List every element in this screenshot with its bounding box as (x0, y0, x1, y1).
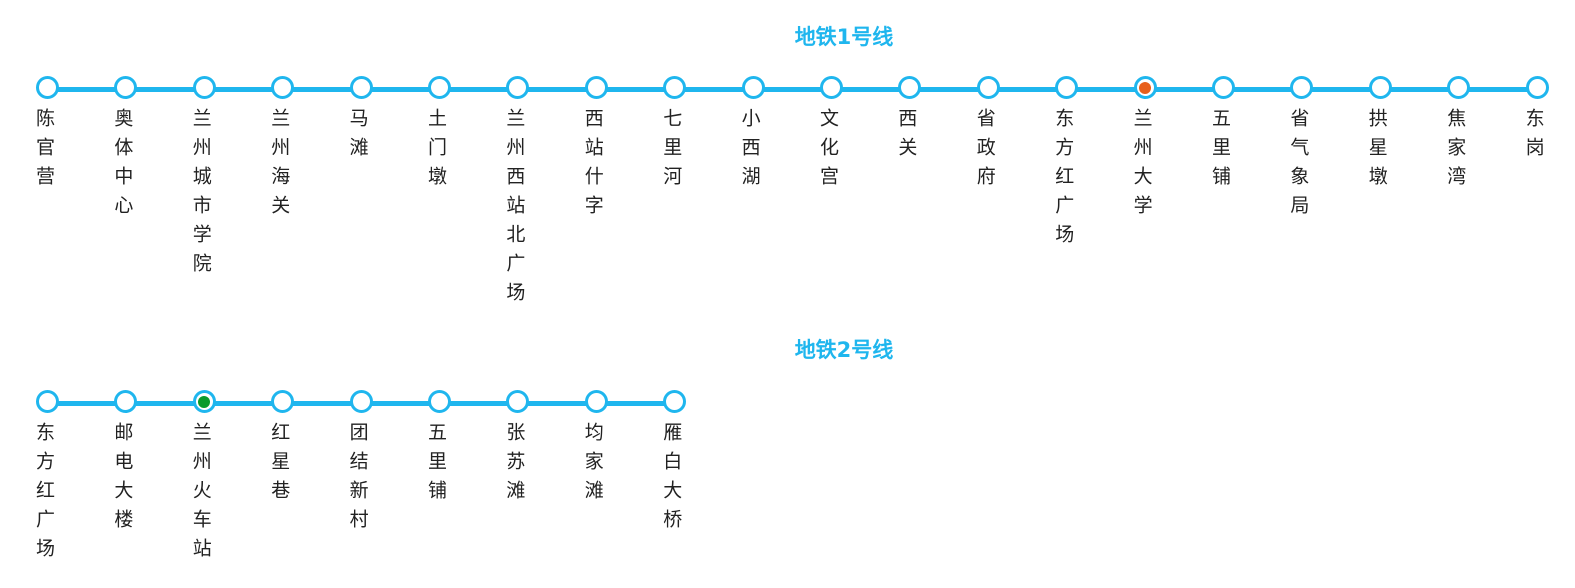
station-name: 东岗 (1522, 108, 1545, 166)
line-title: 地铁1号线 (794, 25, 894, 49)
station-name: 兰州火车站 (189, 422, 212, 567)
station-dot[interactable] (192, 76, 216, 99)
station-dot[interactable] (349, 390, 373, 413)
station-dot[interactable] (349, 76, 373, 99)
station-name: 兰州大学 (1130, 108, 1153, 224)
station-dot[interactable] (741, 76, 765, 99)
station-name: 东方红广场 (33, 422, 55, 567)
station-name: 均家滩 (581, 422, 604, 509)
station-dot[interactable] (271, 390, 295, 413)
station-dot[interactable] (36, 76, 59, 99)
station-name: 陈官营 (33, 108, 55, 195)
station-dot[interactable] (663, 76, 687, 99)
station-dot[interactable] (898, 76, 922, 99)
station-dot[interactable] (663, 390, 687, 413)
location-marker-icon (1139, 81, 1152, 94)
station-name: 团结新村 (346, 422, 369, 538)
station-dot[interactable] (584, 390, 608, 413)
station-name: 西站什字 (581, 108, 604, 224)
station-dot[interactable] (1447, 76, 1471, 99)
station-name: 省气象局 (1287, 108, 1310, 224)
station-dot[interactable] (114, 76, 138, 99)
station-name: 东方红广场 (1052, 108, 1075, 253)
station-name: 红星巷 (268, 422, 291, 509)
station-name: 小西湖 (738, 108, 761, 195)
station-dot[interactable] (506, 76, 530, 99)
station-dot[interactable] (506, 390, 530, 413)
station-name: 雁白大桥 (660, 422, 683, 538)
station-dot[interactable] (36, 390, 59, 413)
station-name: 兰州海关 (268, 108, 291, 224)
station-name: 五里铺 (425, 422, 447, 509)
station-name: 土门墩 (425, 108, 447, 195)
station-dot[interactable] (584, 76, 608, 99)
station-dot[interactable] (1055, 76, 1079, 99)
station-name: 文化宫 (817, 108, 839, 195)
station-dot[interactable] (1368, 76, 1392, 99)
station-dot[interactable] (1212, 76, 1235, 99)
station-name: 邮电大楼 (111, 422, 134, 538)
station-name: 马滩 (346, 108, 369, 166)
station-name: 西关 (895, 108, 918, 166)
station-dot[interactable] (428, 390, 451, 413)
location-marker-icon (198, 395, 211, 408)
station-name: 拱星墩 (1365, 108, 1388, 195)
station-current-marker[interactable] (192, 390, 216, 413)
station-name: 兰州城市学院 (189, 108, 212, 282)
station-name: 五里铺 (1209, 108, 1231, 195)
station-name: 张苏滩 (503, 422, 526, 509)
station-dot[interactable] (976, 76, 1000, 99)
station-name: 兰州西站北广场 (503, 108, 526, 311)
station-name: 焦家湾 (1444, 108, 1467, 195)
station-dot[interactable] (1290, 76, 1314, 99)
station-dot[interactable] (820, 76, 843, 99)
station-dot[interactable] (428, 76, 451, 99)
station-dot[interactable] (271, 76, 295, 99)
station-name: 奥体中心 (111, 108, 134, 224)
station-dot[interactable] (114, 390, 138, 413)
station-name: 七里河 (660, 108, 683, 195)
station-name: 省政府 (973, 108, 996, 195)
line-track (46, 86, 1536, 92)
station-dot[interactable] (1525, 76, 1549, 99)
line-title: 地铁2号线 (794, 338, 894, 362)
station-current-marker[interactable] (1133, 76, 1157, 99)
